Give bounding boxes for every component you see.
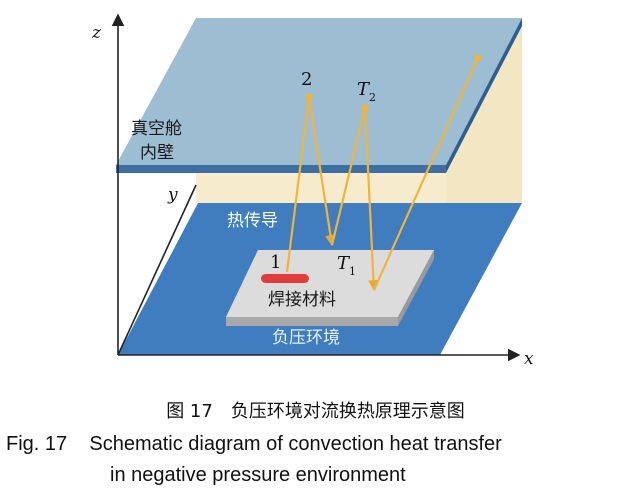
point-2-label: 2 xyxy=(301,69,312,90)
t1-label: T1 xyxy=(337,253,356,278)
x-axis-label: x xyxy=(524,349,534,369)
t2-label: T2 xyxy=(357,79,376,104)
t1-sub: 1 xyxy=(349,265,356,278)
ray-node-2 xyxy=(305,93,313,101)
figure-caption-english-line1: Fig. 17 Schematic diagram of convection … xyxy=(6,433,502,455)
ray-2-t1 xyxy=(307,96,336,247)
negative-pressure-label: 负压环境 xyxy=(272,328,340,348)
ray-1-2 xyxy=(285,96,311,273)
heat-conduction-label: 热传导 xyxy=(227,211,278,231)
z-axis-label: z xyxy=(91,23,102,43)
weld-slab-top xyxy=(226,250,434,317)
figure-caption-english-line2: in negative pressure environment xyxy=(110,464,406,486)
t2-sub: 2 xyxy=(369,91,376,104)
welding-material-label: 焊接材料 xyxy=(268,290,336,310)
point-1-label: 1 xyxy=(270,252,281,273)
y-axis-label: y xyxy=(167,185,178,205)
figure-caption-chinese: 图 17 负压环境对流换热原理示意图 xyxy=(166,401,465,422)
top-plate xyxy=(116,18,522,165)
back-wall-right xyxy=(446,20,522,203)
ray-t2-down xyxy=(363,107,380,292)
top-plate-edge xyxy=(116,165,446,173)
t2-base: T xyxy=(357,79,371,100)
ray-node-t2 xyxy=(361,104,369,112)
chamber-wall-label-2: 内壁 xyxy=(140,143,174,163)
top-plate-side xyxy=(446,18,522,173)
weld-slab-front xyxy=(226,317,398,326)
chamber-wall-label-1: 真空舱 xyxy=(131,119,182,139)
ray-t1-t2 xyxy=(330,107,367,246)
weld-slab-side xyxy=(398,250,434,326)
heat-rays xyxy=(285,57,480,292)
heat-spot xyxy=(261,274,309,283)
t1-base: T xyxy=(337,253,351,274)
ray-node-top xyxy=(474,54,482,62)
y-axis xyxy=(117,184,197,356)
ray-up xyxy=(372,57,480,291)
